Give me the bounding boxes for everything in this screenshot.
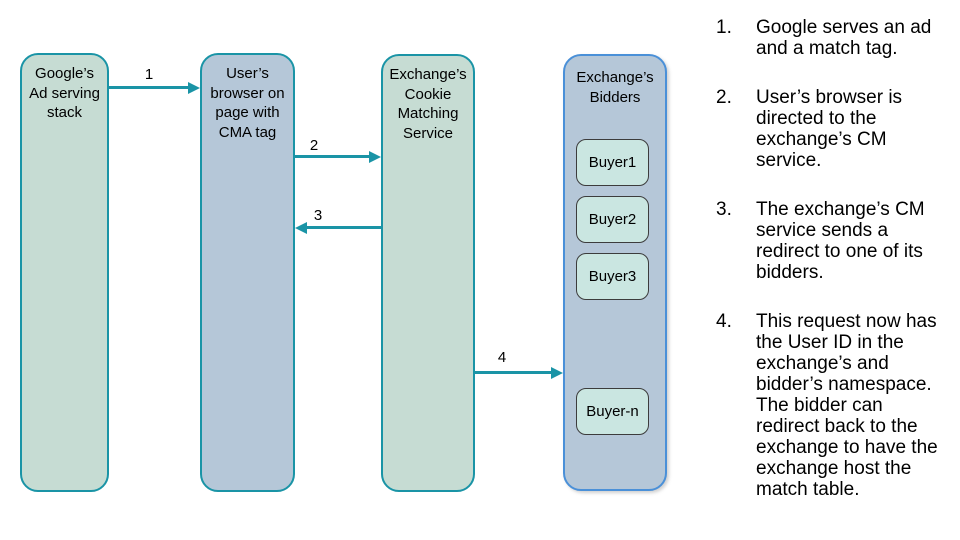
- node-label: Google’s Ad serving stack: [29, 65, 100, 121]
- buyer-label: Buyer-n: [586, 402, 639, 420]
- buyer-box-3: Buyer3: [576, 253, 649, 300]
- flow-node-user-browser: User’s browser on page with CMA tag: [200, 53, 295, 492]
- arrow-3-label: 3: [313, 207, 323, 224]
- step-item-4: 4. This request now has the User ID in t…: [716, 311, 956, 500]
- step-item-2: 2. User’s browser is directed to the exc…: [716, 87, 956, 171]
- buyer-label: Buyer2: [588, 210, 637, 228]
- flow-node-exchange-bidders: Exchange’s Bidders Buyer1 Buyer2 Buyer3 …: [563, 54, 667, 491]
- flow-arrow-3-icon: [295, 221, 381, 234]
- buyer-box-n: Buyer-n: [576, 388, 649, 435]
- arrow-4-label: 4: [497, 349, 507, 366]
- flow-arrow-1-icon: [109, 81, 200, 94]
- buyer-box-1: Buyer1: [576, 139, 649, 186]
- step-text: This request now has the User ID in the …: [756, 311, 938, 500]
- step-item-3: 3. The exchange’s CM service sends a red…: [716, 199, 956, 283]
- flow-arrow-4-icon: [475, 366, 563, 379]
- arrow-2-label: 2: [309, 137, 319, 154]
- buyer-box-2: Buyer2: [576, 196, 649, 243]
- step-number: 1.: [716, 17, 732, 38]
- node-label: Exchange’s Cookie Matching Service: [389, 66, 467, 142]
- step-text: User’s browser is directed to the exchan…: [756, 87, 903, 171]
- buyer-label: Buyer1: [588, 153, 637, 171]
- step-number: 3.: [716, 199, 732, 220]
- step-item-1: 1. Google serves an ad and a match tag.: [716, 17, 956, 59]
- node-label: User’s browser on page with CMA tag: [210, 65, 285, 141]
- bidders-title: Exchange’s Bidders: [576, 69, 654, 106]
- arrow-1-label: 1: [144, 66, 154, 83]
- step-text: The exchange’s CM service sends a redire…: [756, 199, 925, 283]
- buyer-label: Buyer3: [588, 267, 637, 285]
- flow-node-cookie-matching-service: Exchange’s Cookie Matching Service: [381, 54, 475, 492]
- flow-node-google-ad-serving: Google’s Ad serving stack: [20, 53, 109, 492]
- steps-list: 1. Google serves an ad and a match tag. …: [716, 17, 956, 528]
- step-number: 4.: [716, 311, 732, 332]
- flow-arrow-2-icon: [295, 150, 381, 163]
- step-text: Google serves an ad and a match tag.: [756, 17, 932, 59]
- step-number: 2.: [716, 87, 732, 108]
